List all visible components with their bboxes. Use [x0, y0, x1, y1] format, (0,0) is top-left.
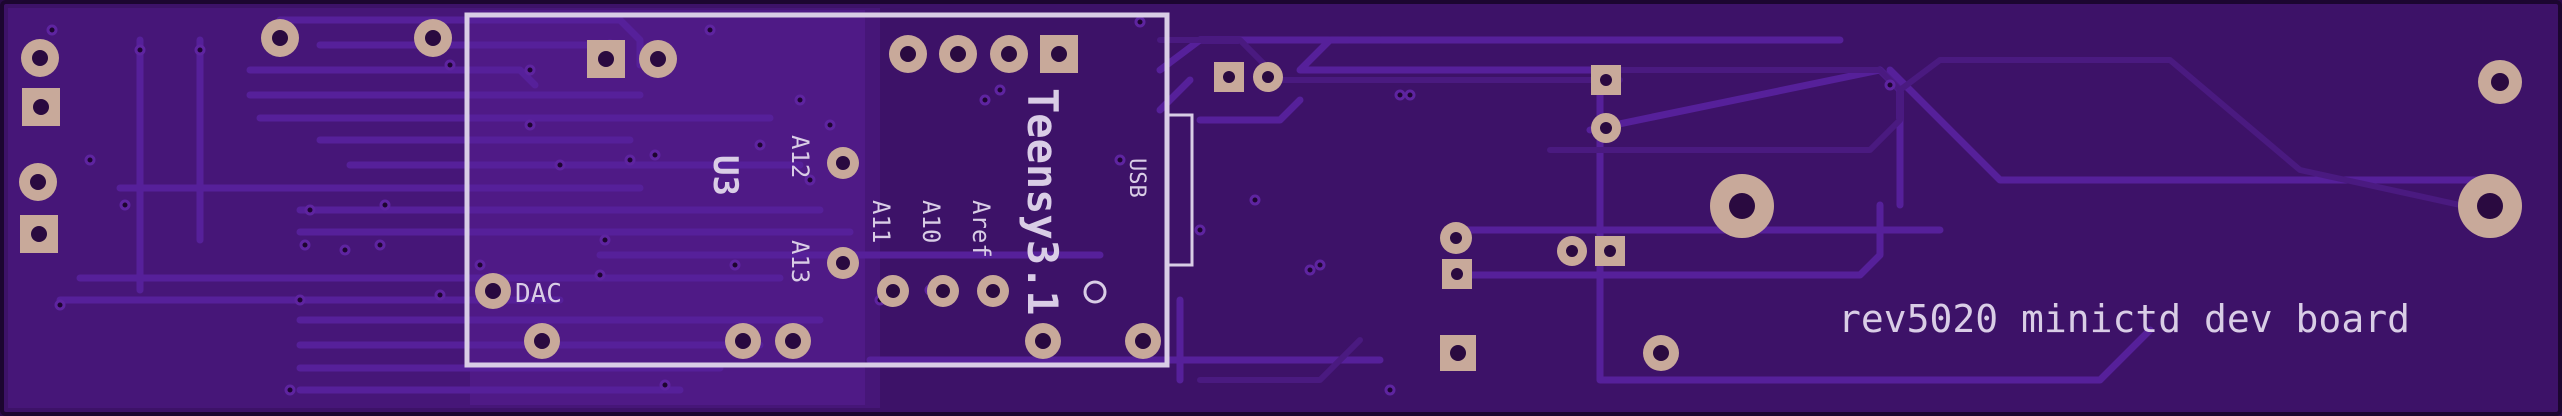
pad: [19, 163, 57, 201]
pad: [21, 39, 59, 77]
pad: [827, 247, 859, 279]
pin-label-a12: A12: [786, 135, 814, 178]
pad-square: [1442, 259, 1472, 289]
pad: [977, 275, 1009, 307]
pad-square: [1595, 236, 1625, 266]
pad-square: [22, 88, 60, 126]
pad: [261, 19, 299, 57]
pad: [877, 275, 909, 307]
pad: [1125, 323, 1161, 359]
traces: [56, 16, 2504, 394]
pad: [414, 19, 452, 57]
pad: [927, 275, 959, 307]
pad: [1557, 236, 1587, 266]
pad-square: [1440, 335, 1476, 371]
pad: [889, 35, 927, 73]
pad-square: [587, 40, 625, 78]
pad: [1253, 62, 1283, 92]
pad: [990, 35, 1028, 73]
pin1-marker: [1083, 280, 1107, 304]
pin-label-dac: DAC: [515, 279, 562, 309]
pin-label-a10: A10: [917, 200, 945, 243]
usb-connector-outline: [1167, 113, 1194, 267]
pad: [2478, 60, 2522, 104]
module-name-label: Teensy3.1: [1018, 88, 1067, 316]
pad: [1643, 335, 1679, 371]
pad: [639, 40, 677, 78]
module-outline: [464, 12, 1170, 368]
pad: [827, 147, 859, 179]
pad-square: [1591, 65, 1621, 95]
pad: [1025, 323, 1061, 359]
pin-label-a13: A13: [786, 240, 814, 283]
pin-label-aref: Aref: [967, 200, 995, 258]
large-pad: [1710, 174, 1774, 238]
pads: [19, 19, 2522, 371]
pad: [1440, 222, 1472, 254]
pad: [524, 323, 560, 359]
pad: [725, 323, 761, 359]
board-title: rev5020 minictd dev board: [1838, 297, 2410, 341]
pad: [775, 323, 811, 359]
pad-square: [20, 215, 58, 253]
pad: [939, 35, 977, 73]
usb-label: USB: [1124, 158, 1149, 198]
pad-square: [1214, 62, 1244, 92]
traces-right: [1157, 37, 2463, 383]
large-pad: [2458, 174, 2522, 238]
pad-square: [1040, 35, 1078, 73]
pad: [1591, 113, 1621, 143]
module-ref-label: U3: [705, 155, 745, 196]
pin-label-a11: A11: [867, 200, 895, 243]
pad: [475, 273, 511, 309]
